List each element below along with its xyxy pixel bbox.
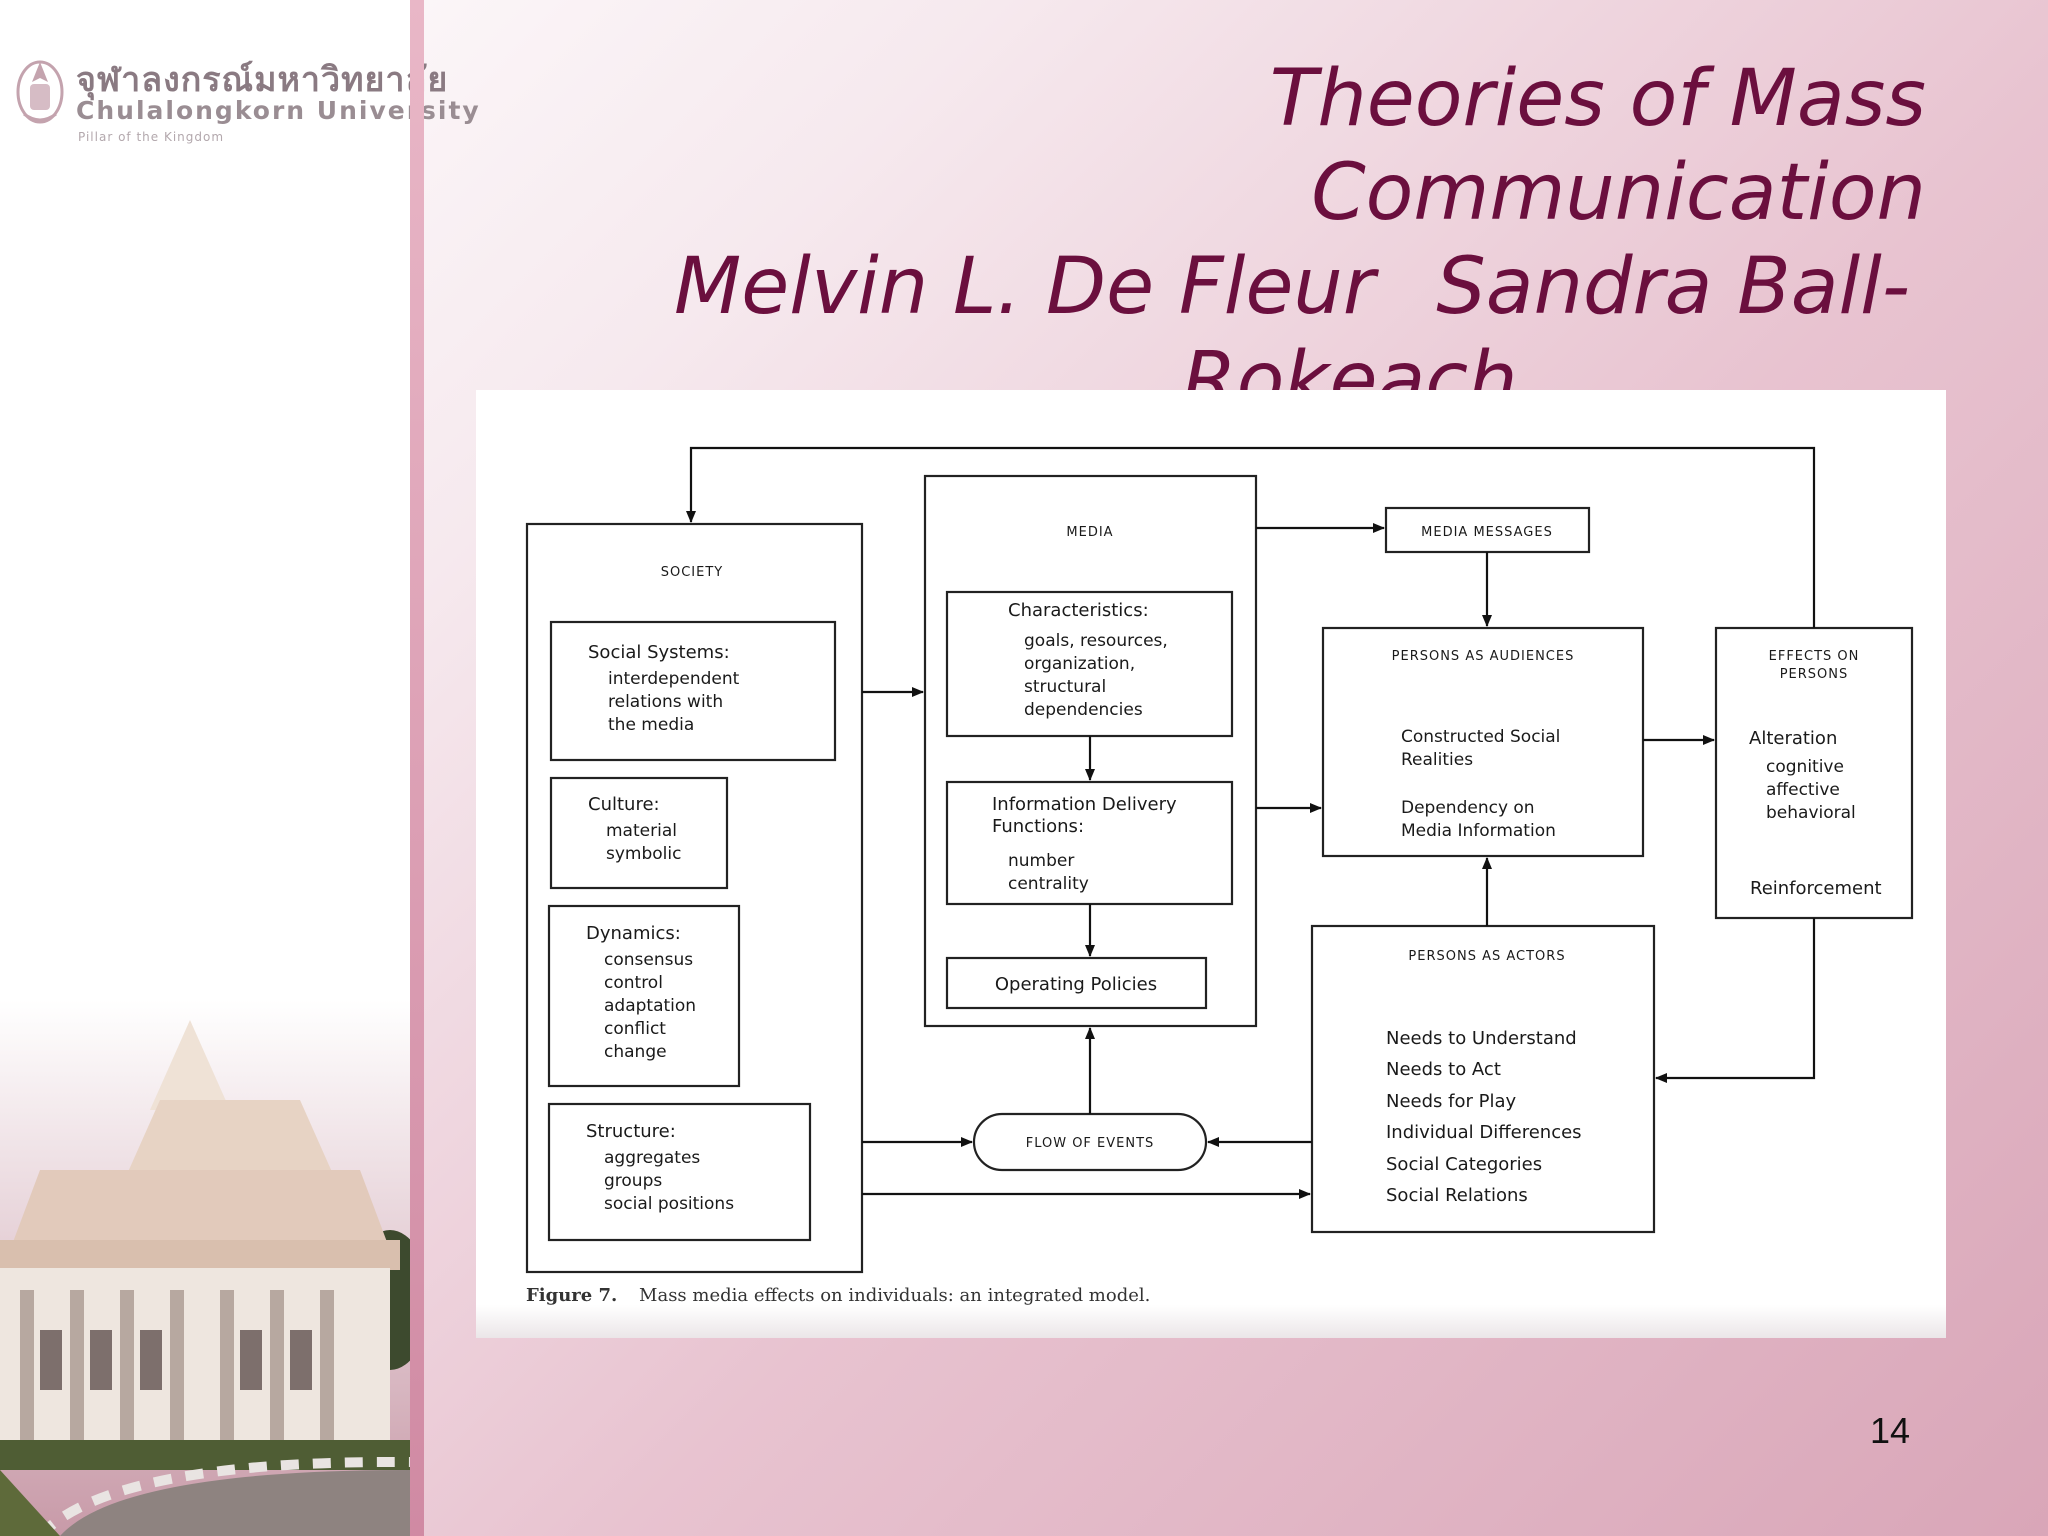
dynamics-item-2: control — [604, 973, 663, 993]
audiences-item-1: Constructed Social — [1401, 727, 1560, 747]
persons-as-actors-title: PERSONS AS ACTORS — [1408, 949, 1565, 964]
structure-item-1: aggregates — [604, 1148, 700, 1168]
media-messages-label: MEDIA MESSAGES — [1421, 525, 1553, 540]
characteristics-item-1: goals, resources, — [1024, 631, 1168, 651]
characteristics-item-4: dependencies — [1024, 700, 1143, 720]
actors-item-3: Needs for Play — [1386, 1091, 1516, 1112]
social-systems-heading: Social Systems: — [588, 642, 730, 663]
persons-as-audiences-title: PERSONS AS AUDIENCES — [1392, 649, 1575, 664]
actors-item-1: Needs to Understand — [1386, 1028, 1577, 1049]
university-building-image — [0, 1000, 410, 1536]
media-box — [923, 474, 1258, 1028]
sidebar: จุฬาลงกรณ์มหาวิทยาลัย Chulalongkorn Univ… — [0, 0, 479, 1536]
effects-reinforcement: Reinforcement — [1750, 878, 1882, 899]
social-systems-item-2: relations with — [608, 692, 723, 712]
info-delivery-heading-2: Functions: — [992, 816, 1084, 837]
persons-as-audiences-box — [1321, 626, 1645, 858]
characteristics-item-2: organization, — [1024, 654, 1135, 674]
slide-title: Theories of Mass Communication Melvin L.… — [640, 52, 1940, 428]
dynamics-item-3: adaptation — [604, 996, 696, 1016]
effects-alteration: Alteration — [1749, 728, 1837, 749]
effects-title-1: EFFECTS ON — [1769, 649, 1860, 664]
figure-scan-shadow — [476, 1305, 1946, 1338]
society-title: SOCIETY — [661, 565, 724, 580]
operating-policies-box — [945, 956, 1208, 1010]
university-logo: จุฬาลงกรณ์มหาวิทยาลัย Chulalongkorn Univ… — [14, 52, 479, 152]
social-systems-item-3: the media — [608, 715, 694, 735]
effects-item-2: affective — [1766, 780, 1840, 800]
info-delivery-item-2: centrality — [1008, 874, 1089, 894]
logo-thai-text: จุฬาลงกรณ์มหาวิทยาลัย — [76, 60, 449, 100]
culture-item-1: material — [606, 821, 677, 841]
effects-item-3: behavioral — [1766, 803, 1856, 823]
culture-item-2: symbolic — [606, 844, 681, 864]
diagram-figure: SOCIETY Social Systems: interdependent r… — [476, 390, 1946, 1338]
figure-caption: Figure 7. Mass media effects on individu… — [526, 1285, 1150, 1306]
title-authors-line: Melvin L. De Fleur Sandra Ball- — [640, 240, 1940, 334]
actors-item-4: Individual Differences — [1386, 1122, 1582, 1143]
title-line-1: Theories of Mass Communication — [1269, 54, 1926, 238]
structure-item-3: social positions — [604, 1194, 734, 1214]
author-2: Sandra Ball- — [1436, 242, 1910, 332]
social-systems-item-1: interdependent — [608, 669, 740, 689]
operating-policies-label: Operating Policies — [995, 974, 1157, 995]
structure-item-2: groups — [604, 1171, 662, 1191]
culture-heading: Culture: — [588, 794, 660, 815]
effects-item-1: cognitive — [1766, 757, 1844, 777]
social-systems-box — [549, 620, 837, 762]
effects-title-2: PERSONS — [1780, 667, 1849, 682]
actors-item-6: Social Relations — [1386, 1185, 1528, 1206]
diagram-svg: SOCIETY Social Systems: interdependent r… — [525, 446, 1914, 1274]
characteristics-heading: Characteristics: — [1008, 600, 1149, 621]
dynamics-box — [547, 904, 741, 1088]
media-title: MEDIA — [1066, 525, 1113, 540]
actors-item-2: Needs to Act — [1386, 1059, 1501, 1080]
audiences-item-3: Dependency on — [1401, 798, 1535, 818]
slide-page-number: 14 — [1870, 1410, 1911, 1451]
effects-to-actors-arrow — [1655, 918, 1816, 1083]
culture-box — [549, 776, 729, 890]
figure-caption-text: Mass media effects on individuals: an in… — [639, 1285, 1151, 1306]
university-emblem-icon — [16, 60, 64, 124]
author-1: Melvin L. De Fleur — [674, 242, 1375, 332]
flow-of-events-label: FLOW OF EVENTS — [1026, 1136, 1155, 1151]
dynamics-item-1: consensus — [604, 950, 693, 970]
dynamics-heading: Dynamics: — [586, 923, 681, 944]
info-delivery-heading-1: Information Delivery — [992, 794, 1177, 815]
audiences-item-4: Media Information — [1401, 821, 1556, 841]
dynamics-item-5: change — [604, 1042, 667, 1062]
persons-as-actors-box — [1310, 924, 1656, 1234]
feedback-loop-arrow — [686, 446, 1816, 628]
sidebar-divider — [410, 0, 424, 1536]
dynamics-item-4: conflict — [604, 1019, 666, 1039]
society-box — [525, 522, 864, 1274]
characteristics-item-3: structural — [1024, 677, 1106, 697]
actors-item-5: Social Categories — [1386, 1154, 1542, 1175]
figure-caption-label: Figure 7. — [526, 1285, 618, 1306]
info-delivery-item-1: number — [1008, 851, 1074, 871]
structure-heading: Structure: — [586, 1121, 676, 1142]
audiences-item-2: Realities — [1401, 750, 1473, 770]
logo-tagline: Pillar of the Kingdom — [78, 130, 225, 144]
structure-box — [547, 1102, 812, 1242]
